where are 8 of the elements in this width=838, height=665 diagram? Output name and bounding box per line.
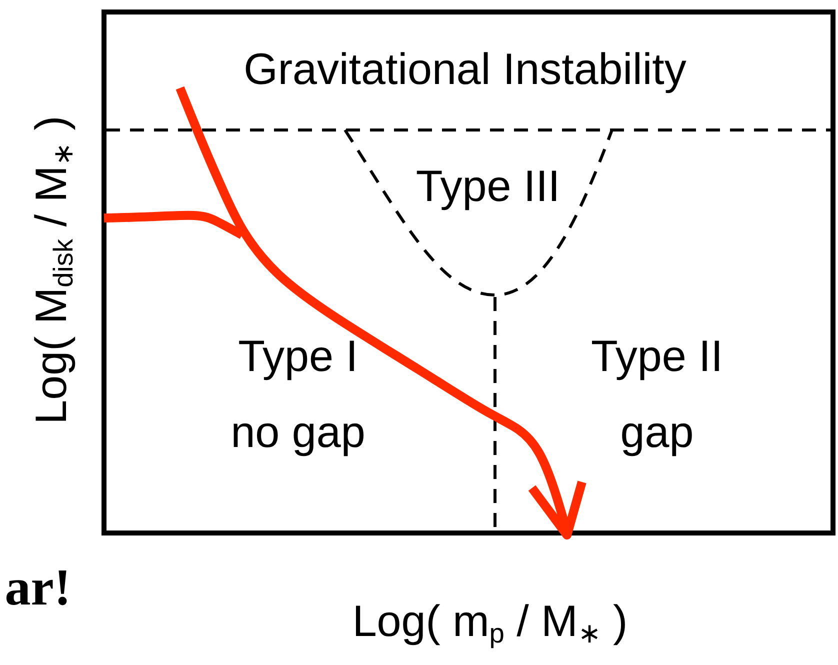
region-label: Type II: [590, 332, 724, 382]
region-label: Gravitational Instability: [244, 46, 686, 94]
region-label: Type III: [416, 162, 560, 212]
region-label: gap: [620, 408, 694, 458]
fragment-text: ar!: [4, 559, 72, 617]
region-label: Type I: [238, 332, 358, 382]
axis-title: Log( m$_{p}$ / M$_{∗}$ ): [352, 598, 628, 646]
region-label: no gap: [230, 408, 366, 458]
